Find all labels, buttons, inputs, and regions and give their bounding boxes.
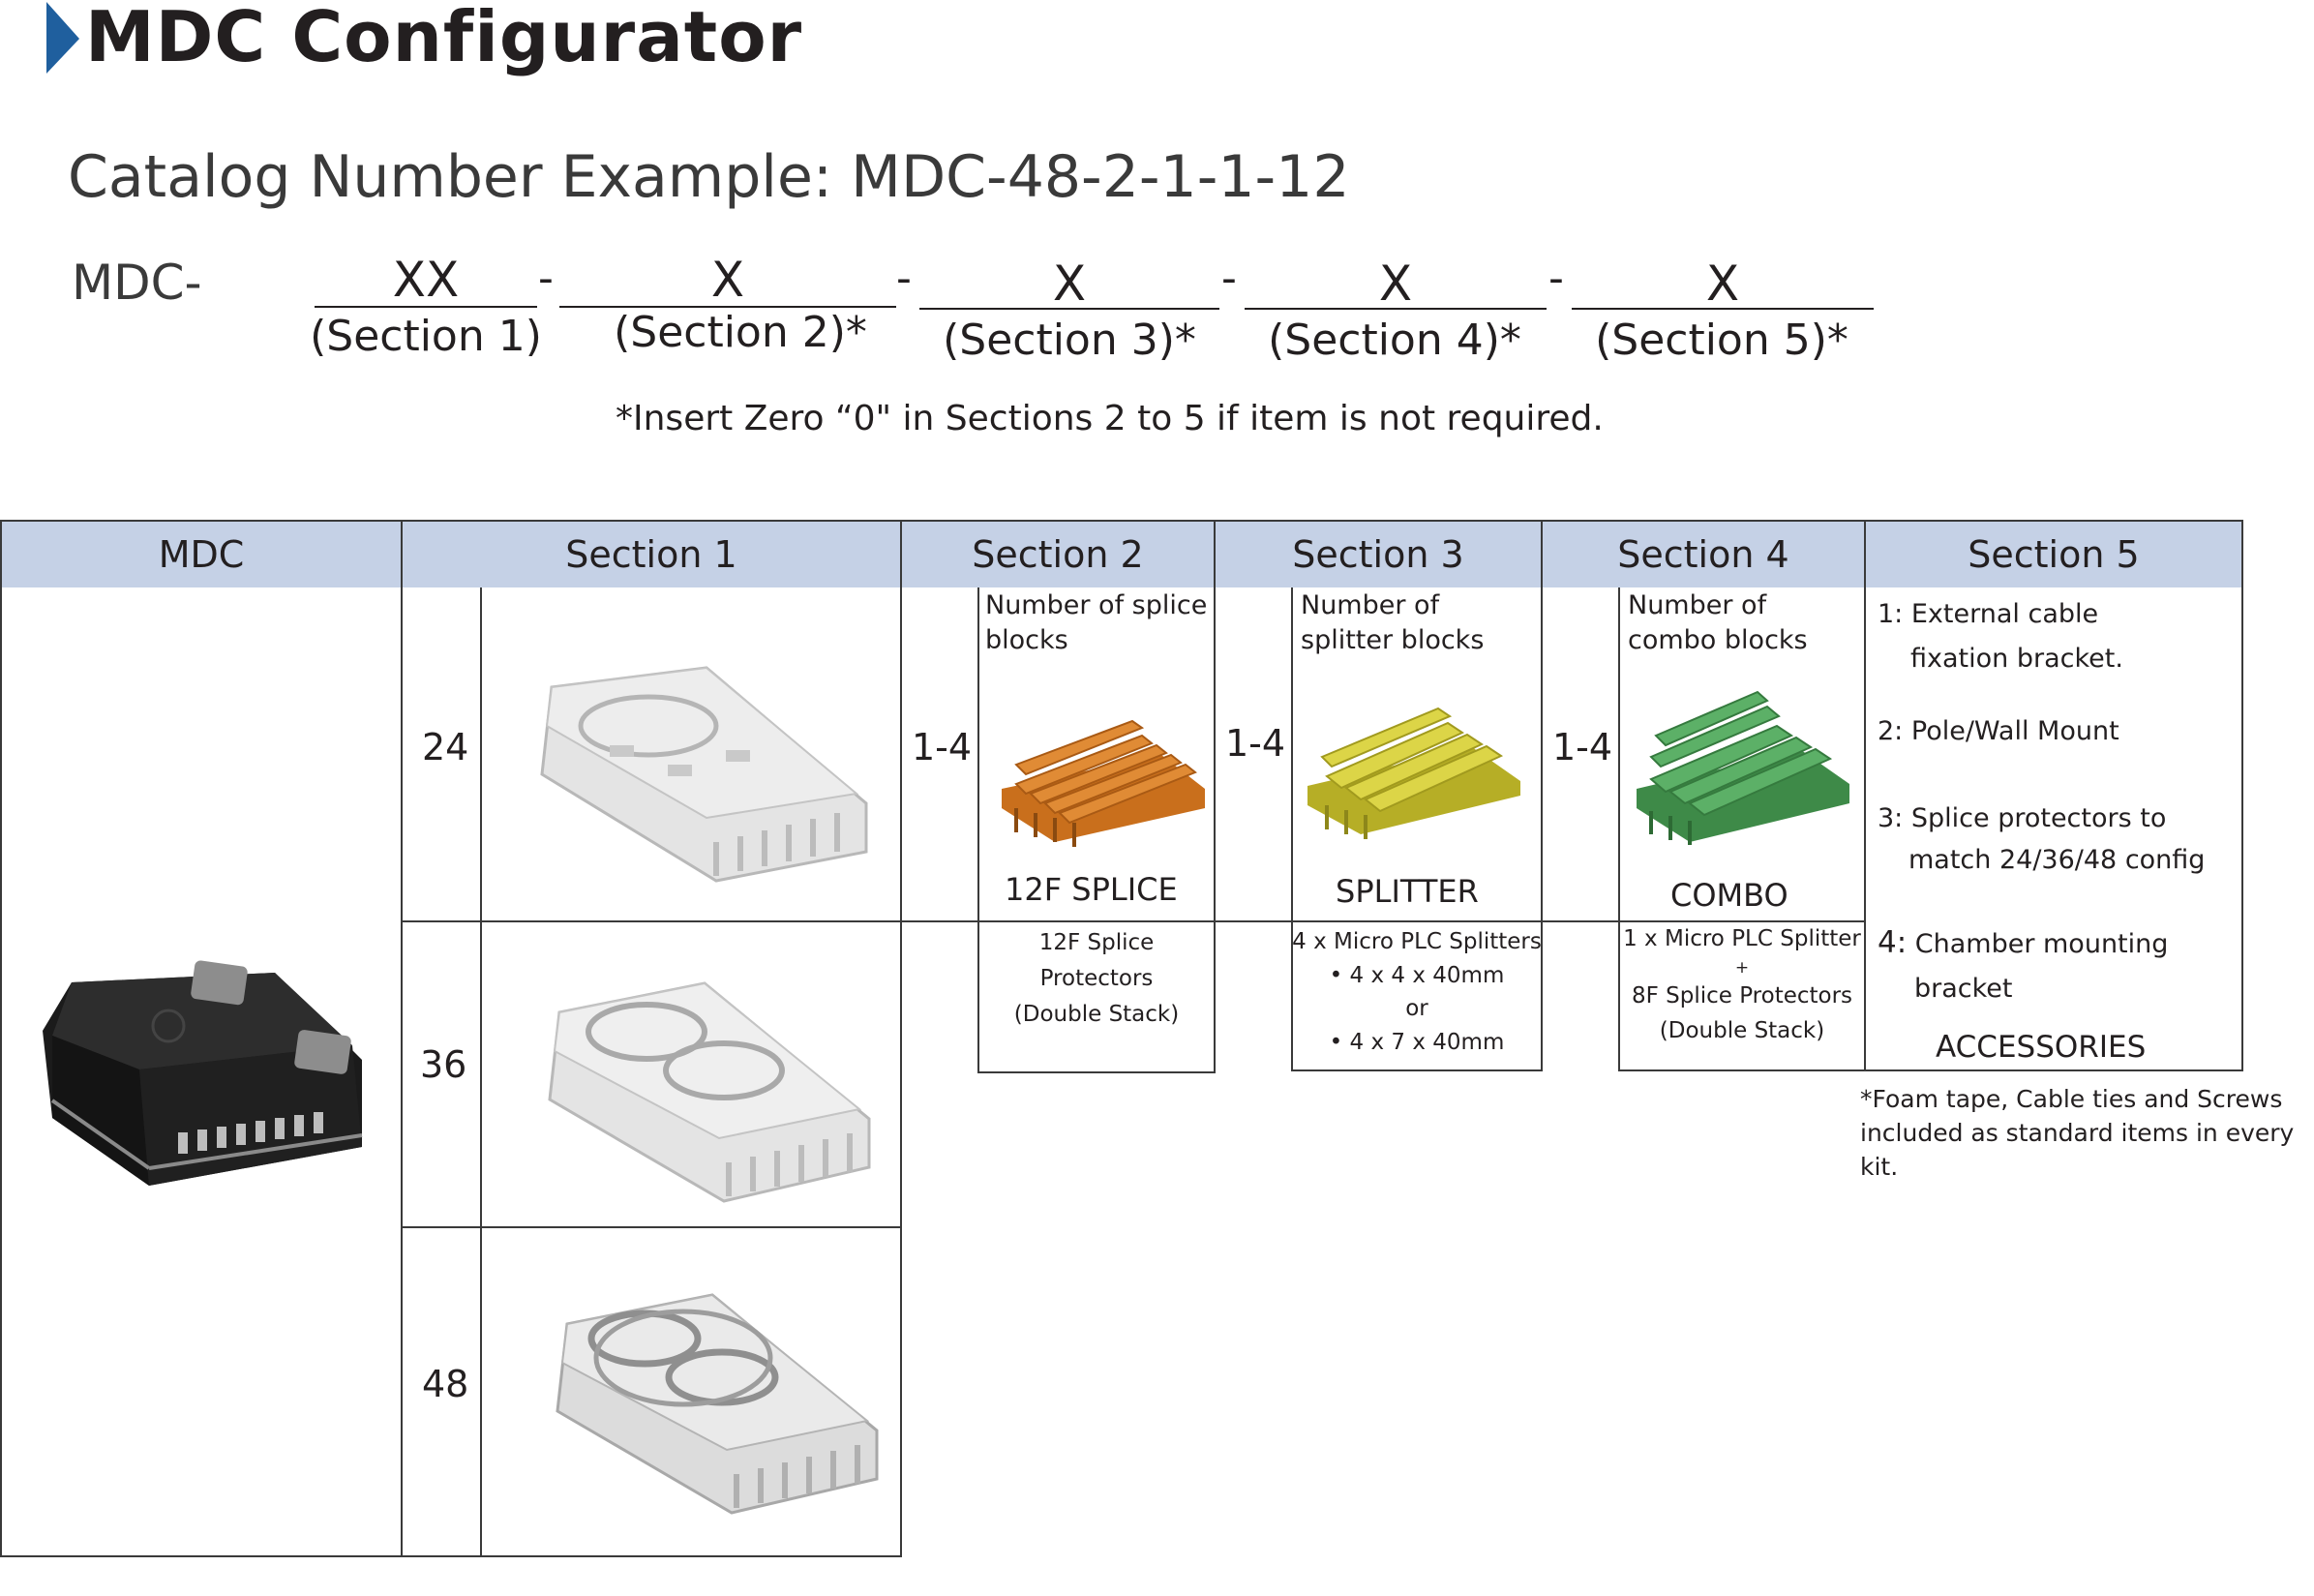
section5-cell xyxy=(1864,587,2243,1071)
component-line: • 4 x 7 x 40mm xyxy=(1329,1029,1505,1055)
slot-dash: - xyxy=(896,254,912,303)
option-num: 3: xyxy=(1878,803,1904,833)
tray-24-image xyxy=(540,666,868,883)
header-section-5: Section 5 xyxy=(1864,520,2243,589)
component-line: 1 x Micro PLC Splitter xyxy=(1623,926,1861,951)
option-text: bracket xyxy=(1914,973,2013,1004)
section1-size-cell xyxy=(401,1226,482,1557)
section3-components: 4 x Micro PLC Splitters • 4 x 4 x 40mm o… xyxy=(1291,925,1543,1059)
slot-dash: - xyxy=(538,254,554,303)
option-text: match 24/36/48 config xyxy=(1908,845,2206,876)
option-text: Pole/Wall Mount xyxy=(1910,716,2119,746)
option-text: fixation bracket. xyxy=(1910,643,2123,674)
size-48: 48 xyxy=(422,1363,469,1405)
accessories-label: ACCESSORIES xyxy=(1936,1030,2147,1065)
section2-range: 1-4 xyxy=(912,726,973,768)
header-section-1: Section 1 xyxy=(401,520,902,589)
slot-2-label: (Section 2)* xyxy=(614,308,867,357)
splitter-block-image xyxy=(1307,707,1520,839)
header-section-3: Section 3 xyxy=(1214,520,1543,589)
slot-1-code: XX xyxy=(392,252,460,308)
option-text: Chamber mounting xyxy=(1914,929,2169,959)
title-arrow-icon xyxy=(46,2,79,74)
slot-dash: - xyxy=(1548,254,1564,303)
slot-dash: - xyxy=(1221,254,1237,303)
slot-3-label: (Section 3)* xyxy=(943,316,1196,365)
component-line: • 4 x 4 x 40mm xyxy=(1329,962,1505,988)
option-text: Splice protectors to xyxy=(1910,803,2167,833)
slot-1-line xyxy=(315,306,537,308)
component-line: 8F Splice Protectors xyxy=(1631,982,1853,1009)
section2-components-cell xyxy=(977,920,1216,1073)
section2-desc: Number of splice blocks xyxy=(985,590,1208,656)
size-36: 36 xyxy=(420,1043,467,1086)
slot-1-label: (Section 1) xyxy=(310,312,542,361)
slot-2-line xyxy=(559,306,896,308)
option-4: 4: Chamber mounting bracket xyxy=(1878,919,2168,1009)
tray-36-image xyxy=(548,981,871,1203)
option-1: 1: External cable fixation bracket. xyxy=(1878,592,2123,681)
slot-5-label: (Section 5)* xyxy=(1595,316,1848,365)
slot-2-code: X xyxy=(710,252,745,308)
footnote-line: included as standard items in every kit. xyxy=(1860,1119,2295,1181)
slot-5-line xyxy=(1572,308,1874,310)
option-num: 4: xyxy=(1878,925,1908,960)
component-line: (Double Stack) xyxy=(1013,1001,1180,1027)
size-24: 24 xyxy=(422,726,469,768)
header-section-2: Section 2 xyxy=(900,520,1216,589)
section3-product: SPLITTER xyxy=(1336,873,1479,910)
option-num: 2: xyxy=(1878,716,1904,746)
component-line: (Double Stack) xyxy=(1659,1017,1825,1043)
section4-range: 1-4 xyxy=(1552,726,1613,768)
header-mdc: MDC xyxy=(0,520,403,589)
section4-components: 1 x Micro PLC Splitter + 8F Splice Prote… xyxy=(1618,925,1866,1046)
component-line: or xyxy=(1405,996,1428,1021)
zero-insert-note: *Insert Zero “0" in Sections 2 to 5 if i… xyxy=(616,399,1604,438)
slot-4-line xyxy=(1245,308,1547,310)
option-2: 2: Pole/Wall Mount xyxy=(1878,716,2119,746)
section3-range: 1-4 xyxy=(1225,722,1286,765)
accessories-footnote: *Foam tape, Cable ties and Screws includ… xyxy=(1860,1082,2314,1184)
footnote-line: *Foam tape, Cable ties and Screws xyxy=(1860,1085,2283,1113)
header-section-4: Section 4 xyxy=(1541,520,1866,589)
slot-4-label: (Section 4)* xyxy=(1268,316,1521,365)
component-line: + xyxy=(1734,957,1750,978)
combo-block-image xyxy=(1637,690,1849,845)
slot-5-code: X xyxy=(1705,256,1740,312)
slot-4-code: X xyxy=(1378,256,1413,312)
tray-48-image xyxy=(556,1293,879,1515)
option-text: External cable xyxy=(1910,599,2099,629)
section2-components: 12F Splice Protectors (Double Stack) xyxy=(979,925,1214,1032)
section3-range-cell xyxy=(1214,587,1293,922)
option-3: 3: Splice protectors to match 24/36/48 c… xyxy=(1878,798,2205,881)
section4-desc: Number of combo blocks xyxy=(1628,590,1808,656)
mdc-closure-image xyxy=(43,960,363,1186)
component-line: 12F Splice Protectors xyxy=(1038,930,1155,991)
section2-product: 12F SPLICE xyxy=(1005,871,1178,908)
slot-3-code: X xyxy=(1052,256,1087,312)
slot-3-line xyxy=(919,308,1219,310)
splice-block-image xyxy=(1002,719,1205,847)
component-line: 4 x Micro PLC Splitters xyxy=(1292,929,1542,954)
section3-components-cell xyxy=(1291,920,1543,1071)
catalog-example: Catalog Number Example: MDC-48-2-1-1-12 xyxy=(68,143,1350,211)
option-num: 1: xyxy=(1878,599,1904,629)
section3-desc: Number of splitter blocks xyxy=(1301,590,1485,656)
section4-product: COMBO xyxy=(1670,877,1788,914)
catalog-prefix: MDC- xyxy=(72,255,202,311)
page-title: MDC Configurator xyxy=(85,0,803,77)
